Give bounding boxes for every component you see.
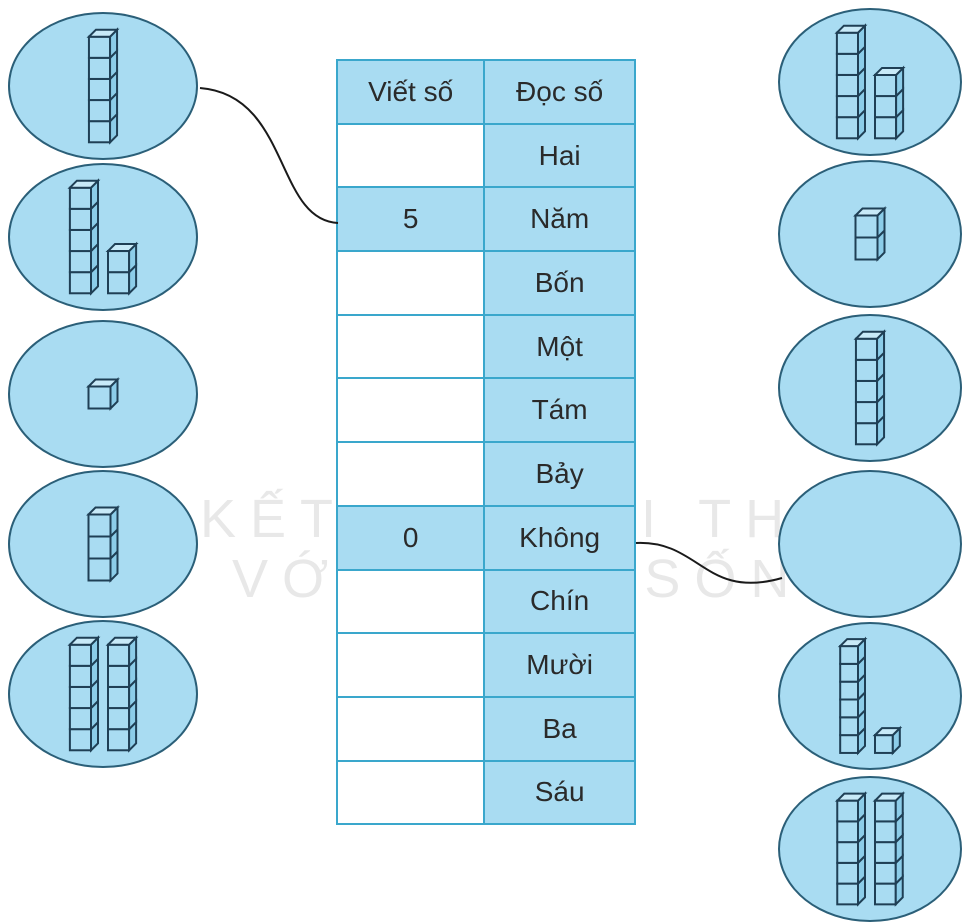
unit-cube bbox=[105, 241, 139, 275]
table-header-row: Viết số Đọc số bbox=[335, 59, 636, 125]
write-cell[interactable] bbox=[335, 313, 486, 380]
cube-picture bbox=[67, 178, 139, 296]
unit-cube bbox=[853, 329, 887, 363]
unit-cube bbox=[68, 719, 99, 753]
unit-cube bbox=[107, 698, 138, 732]
picture-right-2[interactable] bbox=[778, 160, 962, 308]
unit-cube bbox=[835, 107, 866, 141]
table-row: Tám bbox=[335, 377, 636, 444]
write-cell[interactable] bbox=[335, 568, 486, 635]
unit-cube bbox=[68, 656, 99, 690]
picture-left-3[interactable] bbox=[8, 320, 198, 468]
table-row: Chín bbox=[335, 568, 636, 635]
cube-picture bbox=[67, 635, 139, 753]
unit-cube bbox=[872, 725, 903, 756]
write-cell[interactable] bbox=[335, 695, 486, 762]
picture-right-6[interactable] bbox=[778, 776, 962, 922]
cube-picture bbox=[853, 329, 887, 447]
read-cell: Tám bbox=[483, 377, 636, 444]
read-cell: Một bbox=[483, 313, 636, 380]
header-write: Viết số bbox=[335, 59, 486, 125]
table-row: Ba bbox=[335, 695, 636, 762]
write-cell[interactable]: 5 bbox=[335, 186, 486, 253]
write-cell[interactable] bbox=[335, 250, 486, 316]
cube-picture bbox=[780, 472, 960, 616]
header-read: Đọc số bbox=[483, 59, 636, 125]
unit-cube bbox=[87, 69, 119, 103]
read-cell: Chín bbox=[483, 568, 636, 635]
cube-picture bbox=[853, 206, 887, 262]
write-cell[interactable] bbox=[335, 122, 486, 189]
unit-cube bbox=[839, 707, 866, 738]
read-cell: Bảy bbox=[483, 441, 636, 507]
unit-cube bbox=[86, 377, 120, 411]
write-cell[interactable] bbox=[335, 441, 486, 507]
cube-picture bbox=[834, 23, 906, 141]
read-cell: Mười bbox=[483, 632, 636, 698]
table-row: Bảy bbox=[335, 441, 636, 507]
connector-line-left-1-to-5 bbox=[199, 87, 339, 224]
write-cell[interactable] bbox=[335, 759, 486, 826]
picture-left-2[interactable] bbox=[8, 163, 198, 311]
picture-right-5[interactable] bbox=[778, 622, 962, 770]
read-cell: Không bbox=[483, 504, 636, 571]
cube-picture bbox=[834, 791, 906, 907]
unit-cube bbox=[854, 228, 886, 262]
unit-cube bbox=[87, 48, 119, 82]
table-row: Hai bbox=[335, 122, 636, 189]
picture-left-1[interactable] bbox=[8, 12, 198, 160]
write-cell[interactable]: 0 bbox=[335, 504, 486, 571]
read-cell: Ba bbox=[483, 695, 636, 762]
picture-right-3[interactable] bbox=[778, 314, 962, 462]
write-cell[interactable] bbox=[335, 632, 486, 698]
picture-left-4[interactable] bbox=[8, 470, 198, 618]
unit-cube bbox=[86, 505, 120, 539]
unit-cube bbox=[107, 262, 138, 296]
table-row: Sáu bbox=[335, 759, 636, 826]
cube-picture bbox=[86, 27, 120, 145]
write-cell[interactable] bbox=[335, 377, 486, 444]
unit-cube bbox=[872, 65, 906, 99]
unit-cube bbox=[107, 719, 138, 753]
read-cell: Năm bbox=[483, 186, 636, 253]
cube-picture bbox=[837, 636, 903, 756]
picture-left-5[interactable] bbox=[8, 620, 198, 768]
table-row: Bốn bbox=[335, 250, 636, 316]
read-cell: Hai bbox=[483, 122, 636, 189]
read-cell: Sáu bbox=[483, 759, 636, 826]
unit-cube bbox=[68, 220, 99, 254]
cube-picture bbox=[86, 505, 120, 583]
unit-cube bbox=[67, 635, 101, 669]
table-row: Một bbox=[335, 313, 636, 380]
unit-cube bbox=[839, 672, 866, 702]
unit-cube bbox=[853, 206, 887, 240]
read-cell: Bốn bbox=[483, 250, 636, 316]
unit-cube bbox=[834, 791, 868, 824]
unit-cube bbox=[86, 27, 120, 61]
unit-cube bbox=[67, 178, 101, 212]
unit-cube bbox=[854, 413, 886, 447]
unit-cube bbox=[837, 636, 868, 667]
unit-cube bbox=[834, 23, 868, 57]
unit-cube bbox=[835, 65, 866, 99]
cube-picture bbox=[86, 377, 120, 411]
unit-cube bbox=[874, 107, 905, 141]
picture-right-1[interactable] bbox=[778, 8, 962, 156]
picture-right-4[interactable] bbox=[778, 470, 962, 618]
unit-cube bbox=[105, 635, 139, 669]
unit-cube bbox=[872, 791, 906, 824]
table-row: Mười bbox=[335, 632, 636, 698]
connector-line-0-to-right-4 bbox=[635, 541, 783, 584]
